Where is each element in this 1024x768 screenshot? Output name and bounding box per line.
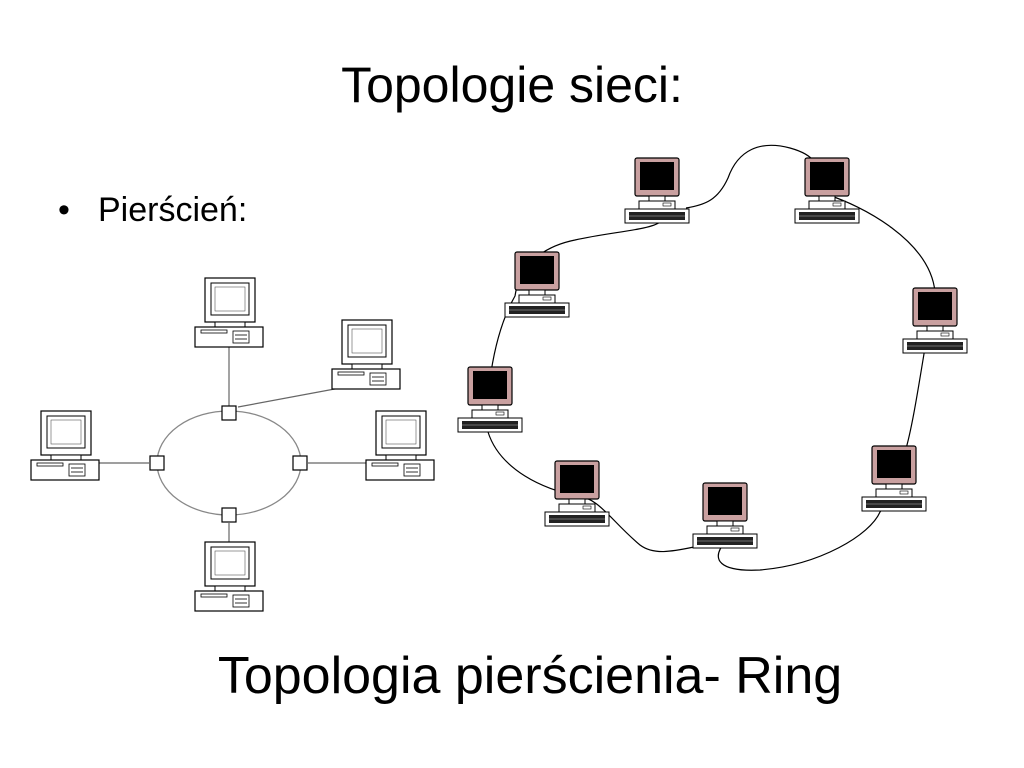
ring-connector [149,455,165,471]
computer-icon [544,460,610,527]
ring-cable [156,410,302,516]
left-ring-network [30,277,435,612]
computer-icon [457,366,523,433]
computer-icon [902,287,968,354]
bullet-text: Pierścień: [98,191,248,229]
slide-title: Topologie sieci: [341,57,683,113]
computer-icon [365,410,435,481]
ring-connector [221,507,237,523]
ring-connector [292,455,308,471]
computer-icon [504,251,570,318]
bullet-item: • Pierścień: [58,191,248,229]
computer-icon [692,482,758,549]
bullet-marker: • [58,191,70,229]
computer-icon [194,277,264,348]
ring-connector [221,405,237,421]
computer-icon [194,541,264,612]
slide-subtitle: Topologia pierścienia- Ring [217,647,843,705]
link-line [237,387,341,408]
computer-icon [331,319,401,390]
computer-icon [794,157,860,224]
computer-icon [30,410,100,481]
right-ring-network [457,144,968,571]
computer-icon [624,157,690,224]
computer-icon [861,445,927,512]
